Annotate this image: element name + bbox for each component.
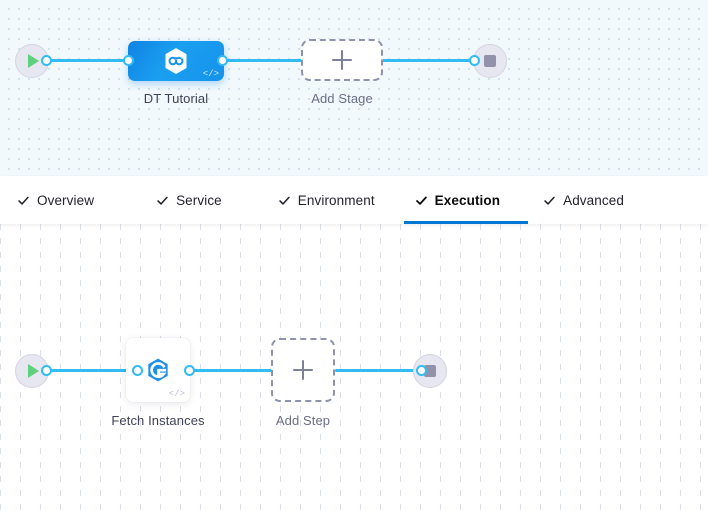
tab-environment[interactable]: Environment	[278, 176, 375, 224]
stage-start-port[interactable]	[41, 55, 52, 66]
tab-environment-label: Environment	[297, 192, 375, 208]
tab-overview-label: Overview	[37, 192, 95, 208]
stage-canvas[interactable]: </> DT Tutorial Add Stage	[0, 0, 708, 176]
tab-service[interactable]: Service	[156, 176, 222, 224]
tab-execution-label: Execution	[434, 192, 501, 208]
stage-end-port[interactable]	[469, 55, 480, 66]
edge-addstep-to-end	[335, 369, 421, 372]
step-node-out-port[interactable]	[184, 365, 195, 376]
tab-execution[interactable]: Execution	[403, 176, 529, 224]
add-stage-label: Add Stage	[311, 91, 373, 106]
check-icon	[278, 194, 291, 207]
check-icon	[156, 194, 169, 207]
check-icon	[17, 194, 30, 207]
edge-step-to-addstep	[189, 369, 272, 372]
plus-icon	[332, 50, 352, 70]
play-icon	[28, 364, 39, 378]
tab-service-label: Service	[176, 192, 222, 208]
plus-icon	[293, 360, 313, 380]
code-badge-icon: </>	[168, 389, 185, 399]
stage-node-label: DT Tutorial	[143, 91, 209, 106]
step-start-port[interactable]	[41, 365, 52, 376]
stop-icon	[424, 365, 436, 377]
stage-graph: </> DT Tutorial Add Stage	[0, 0, 708, 176]
harness-hexagon-infinity-icon	[165, 48, 187, 74]
stop-icon	[484, 55, 496, 67]
add-step-label: Add Step	[275, 413, 331, 428]
edge-start-to-step	[44, 369, 136, 372]
add-step-button[interactable]	[271, 338, 335, 402]
canvas-grid	[0, 224, 708, 511]
tab-overview[interactable]: Overview	[17, 176, 94, 224]
edge-stage-to-addstage	[221, 59, 303, 62]
play-icon	[28, 54, 39, 68]
step-node-label: Fetch Instances	[111, 413, 205, 428]
step-canvas[interactable]: </> Fetch Instances Add Step	[0, 224, 708, 511]
code-badge-icon: </>	[202, 69, 219, 79]
check-icon	[415, 194, 428, 207]
check-icon	[543, 194, 556, 207]
tab-advanced[interactable]: Advanced	[543, 176, 624, 224]
tab-advanced-label: Advanced	[563, 192, 624, 208]
stage-node-dt-tutorial[interactable]: </>	[128, 41, 224, 81]
edge-addstage-to-end	[382, 59, 474, 62]
edge-start-to-stage	[44, 59, 130, 62]
execution-graph: </> Fetch Instances Add Step	[0, 224, 708, 511]
fetch-instances-hexagon-icon	[148, 358, 168, 382]
stage-node-in-port[interactable]	[123, 55, 134, 66]
pipeline-stage-tabs: Overview Service Environment Execution	[0, 176, 708, 224]
stage-node-out-port[interactable]	[217, 55, 228, 66]
add-stage-button[interactable]	[301, 39, 383, 81]
step-node-in-port[interactable]	[132, 365, 143, 376]
step-end-port[interactable]	[416, 365, 427, 376]
